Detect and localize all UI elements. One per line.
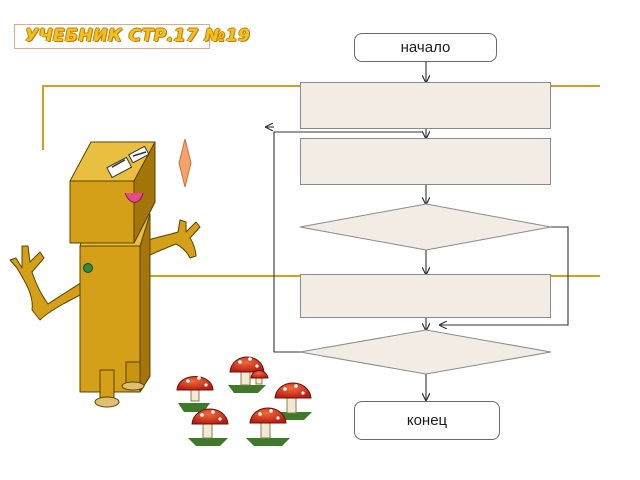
- decision-block-2: [299, 329, 552, 375]
- end-label: конец: [406, 412, 448, 429]
- robot-icon: [9, 141, 201, 408]
- fly-agaric-mushrooms-icon: [176, 356, 312, 446]
- process-block-1: [300, 82, 551, 129]
- start-terminal: начало: [354, 33, 497, 62]
- process-block-3: [300, 274, 551, 318]
- start-label: начало: [400, 39, 451, 56]
- process-block-2: [300, 138, 551, 185]
- orange-diamond-icon: [178, 138, 192, 188]
- flowchart-connectors: [266, 62, 569, 400]
- end-terminal: конец: [354, 401, 500, 440]
- title-frame: УЧЕБНИК СТР.17 №19: [14, 24, 250, 49]
- decision-block-1: [299, 203, 552, 251]
- slide-title: УЧЕБНИК СТР.17 №19: [25, 26, 251, 46]
